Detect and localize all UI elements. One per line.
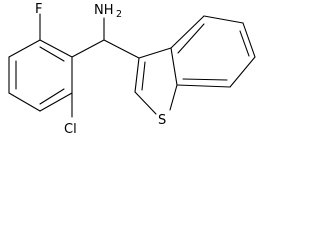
ring-bond: [229, 56, 256, 88]
ring-bond: [39, 39, 73, 58]
ring-bond: [8, 39, 41, 58]
chlorine-label: Cl: [64, 122, 77, 137]
amine-subscript: 2: [116, 9, 122, 20]
benzo-ring: [170, 15, 256, 88]
fluorine-label: F: [35, 2, 42, 17]
ring-bond: [176, 84, 231, 88]
ring-to-center-bond: [71, 39, 105, 58]
ring-bond: [169, 84, 178, 111]
structure-canvas: F Cl NH 2 S: [0, 0, 260, 137]
ring-double-bond: [239, 30, 250, 57]
ring-bond: [134, 57, 140, 93]
phenyl-ring: [8, 39, 73, 112]
amine-label: NH: [94, 3, 114, 18]
ring-double-bond: [141, 61, 146, 91]
ring-bond: [134, 91, 157, 115]
ring-double-bond: [39, 88, 65, 105]
molecule-diagram: F Cl NH 2 S: [8, 2, 256, 137]
ring-double-bond: [177, 23, 205, 54]
ring-bond: [170, 15, 205, 49]
sulfur-label: S: [158, 113, 166, 128]
ring-bond: [8, 92, 41, 112]
ring-bond: [242, 22, 256, 58]
ring-bond: [39, 92, 73, 112]
ring-double-bond: [182, 78, 228, 81]
ring-double-bond: [39, 46, 65, 62]
center-to-benzothiophene-bond: [103, 39, 140, 59]
ring-bond: [203, 15, 244, 24]
thiophene-ring: [134, 47, 178, 115]
ring-bond: [138, 47, 172, 59]
ring-bond: [170, 47, 178, 86]
